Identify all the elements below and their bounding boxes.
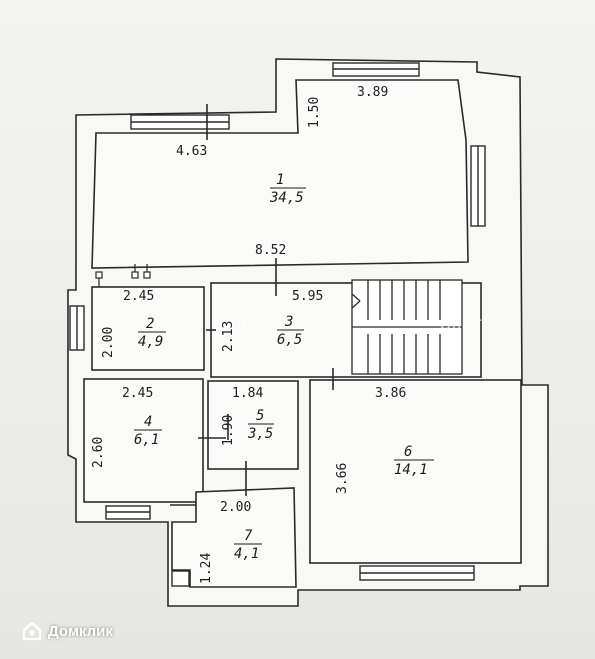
- room-2-area: 4,9: [138, 334, 163, 350]
- dim-room2-width: 2.45: [123, 289, 154, 304]
- watermark-text-2: ОЛЭТ: [214, 316, 257, 332]
- watermark-text-1: ОЛЭТ: [96, 316, 139, 332]
- room-4-label: 4 6,1: [134, 414, 162, 448]
- brand-logo: Домклик: [22, 620, 113, 642]
- room-5-area: 3,5: [247, 426, 273, 442]
- dim-room6-width: 3.86: [375, 386, 406, 401]
- room-6-number: 6: [404, 444, 412, 460]
- dim-top-right-step: 1.50: [307, 97, 322, 128]
- room-labels: 1 34,5 2 4,9 3 6,5 4 6,1 5 3,5 6 14,1: [134, 172, 434, 562]
- room-1-area: 34,5: [269, 190, 304, 206]
- socket-marks: [95, 264, 151, 287]
- room-7-area: 4,1: [234, 546, 259, 562]
- dim-top-left-width: 4.63: [176, 144, 207, 159]
- brand-name: Домклик: [48, 622, 113, 640]
- room-1-number: 1: [276, 172, 284, 188]
- dim-room7-height: 1.24: [199, 553, 214, 584]
- room-1-shape: [91, 79, 469, 269]
- windows: [69, 62, 486, 587]
- dim-room3-width: 5.95: [292, 289, 323, 304]
- rooms-layer: [83, 79, 522, 588]
- room-3-number: 3: [284, 314, 293, 330]
- door-marks: [198, 104, 334, 496]
- watermark-text-3: ОЛЭТ: [440, 316, 483, 332]
- room-2-shape: [91, 286, 205, 371]
- room-5-number: 5: [256, 408, 264, 424]
- dim-room5-height: 1.90: [221, 415, 236, 446]
- dim-room3-height: 2.13: [221, 321, 236, 352]
- dim-room5-width: 1.84: [232, 386, 263, 401]
- staircase: [351, 279, 463, 375]
- dim-room2-height: 2.00: [101, 327, 116, 358]
- room-6-label: 6 14,1: [394, 444, 434, 478]
- watermark: ОЛЭТ ОЛЭТ ОЛЭТ: [96, 316, 483, 332]
- room-4-number: 4: [144, 414, 152, 430]
- room-5-label: 5 3,5: [247, 408, 274, 442]
- room-2-label: 2 4,9: [138, 316, 166, 350]
- room-7-label: 7 4,1: [234, 528, 262, 562]
- room-7-shape: [171, 487, 297, 588]
- room-4-shape: [83, 378, 204, 503]
- dim-room4-height: 2.60: [91, 437, 106, 468]
- room-6-area: 14,1: [394, 462, 428, 478]
- dim-room1-width: 8.52: [255, 243, 286, 258]
- room-3-label: 3 6,5: [277, 314, 304, 348]
- house-icon: [22, 621, 42, 641]
- dim-top-right-width: 3.89: [357, 85, 388, 100]
- dim-room4-width: 2.45: [122, 386, 153, 401]
- room-2-number: 2: [146, 316, 154, 332]
- dim-room6-height: 3.66: [335, 463, 350, 494]
- room-1-label: 1 34,5: [269, 172, 306, 206]
- dimension-labels: 3.89 1.50 4.63 8.52 2.45 2.00 5.95 2.13 …: [91, 85, 406, 584]
- room-3-area: 6,5: [277, 332, 302, 348]
- room-4-area: 6,1: [134, 432, 159, 448]
- room-5-shape: [207, 380, 299, 470]
- room-6-shape: [309, 379, 522, 564]
- dim-room7-width: 2.00: [220, 500, 251, 515]
- room-7-number: 7: [244, 528, 253, 544]
